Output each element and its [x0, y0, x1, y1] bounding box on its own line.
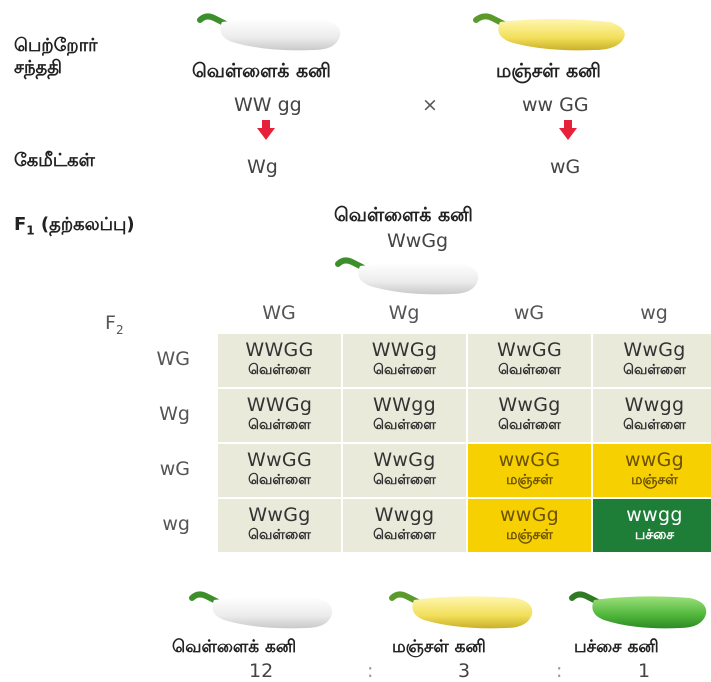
cell-phenotype: வெள்ளை: [248, 417, 311, 433]
gamete-left: Wg: [247, 156, 278, 178]
cell-genotype: WWGg: [371, 339, 438, 361]
green-squash-icon: [569, 591, 707, 629]
cell-genotype: WWgg: [373, 394, 436, 416]
white-squash-icon: [335, 257, 479, 295]
cell-phenotype: வெள்ளை: [498, 362, 561, 378]
f2-row-header: Wg: [159, 403, 190, 425]
cell-genotype: Wwgg: [624, 394, 685, 416]
cell-genotype: WwGG: [247, 449, 312, 471]
cross-symbol: ×: [422, 94, 438, 116]
cell-genotype: wwGg: [499, 504, 560, 526]
parent-right-name: மஞ்சள் கனி: [496, 60, 601, 82]
cell-genotype: WWGG: [245, 339, 314, 361]
parent-left-name: வெள்ளைக் கனி: [192, 60, 331, 82]
white-squash-icon: [197, 13, 341, 51]
yellow-squash-icon: [473, 13, 625, 51]
ratio-green: 1: [638, 660, 651, 682]
parent-left-genotype: WW gg: [234, 94, 302, 116]
parents-label: பெற்றோர் சந்ததி: [14, 35, 98, 78]
result-yellow-name: மஞ்சள் கனி: [392, 637, 486, 657]
yellow-squash-icon: [389, 591, 533, 629]
cell-phenotype: வெள்ளை: [248, 362, 311, 378]
cell-phenotype: வெள்ளை: [498, 417, 561, 433]
f1-name: வெள்ளைக் கனி: [334, 204, 473, 226]
f2-row-header: WG: [156, 348, 190, 370]
parent-right-genotype: ww GG: [522, 94, 589, 116]
cell-genotype: WwGg: [498, 394, 561, 416]
cell-genotype: wwgg: [626, 504, 683, 526]
cell-genotype: WwGG: [497, 339, 562, 361]
cell-phenotype: வெள்ளை: [623, 417, 686, 433]
gametes-label: கேமீட்கள்: [14, 150, 95, 171]
cell-genotype: WwGg: [248, 504, 311, 526]
cell-phenotype: மஞ்சள்: [506, 527, 553, 543]
ratio-separator: :: [367, 660, 374, 682]
cell-phenotype: வெள்ளை: [373, 362, 436, 378]
down-arrow-icon: [257, 120, 275, 140]
cell-phenotype: வெள்ளை: [623, 362, 686, 378]
cell-genotype: Wwgg: [374, 504, 435, 526]
cell-genotype: wwGg: [624, 449, 685, 471]
f2-col-header: Wg: [388, 302, 420, 324]
f2-col-header: wG: [513, 302, 545, 324]
f2-col-header: WG: [262, 302, 296, 324]
cell-phenotype: வெள்ளை: [373, 472, 436, 488]
ratio-white: 12: [249, 660, 274, 682]
cell-genotype: WwGg: [623, 339, 686, 361]
ratio-separator: :: [556, 660, 563, 682]
cell-phenotype: மஞ்சள்: [631, 472, 678, 488]
cell-phenotype: வெள்ளை: [373, 527, 436, 543]
cell-phenotype: வெள்ளை: [248, 527, 311, 543]
result-green-name: பச்சை கனி: [574, 637, 659, 657]
cell-phenotype: பச்சை: [634, 527, 675, 543]
f1-label: F1 (தற்கலப்பு): [14, 214, 135, 238]
down-arrow-icon: [559, 120, 577, 140]
f2-row-header: wg: [162, 513, 190, 535]
cell-genotype: wwGG: [498, 449, 561, 471]
f2-label: F2: [105, 312, 124, 337]
f2-col-header: wg: [640, 302, 668, 324]
f1-genotype: WwGg: [387, 230, 449, 252]
cell-phenotype: வெள்ளை: [373, 417, 436, 433]
cell-phenotype: மஞ்சள்: [506, 472, 553, 488]
gamete-right: wG: [550, 156, 581, 178]
f2-row-header: wG: [159, 458, 190, 480]
cell-phenotype: வெள்ளை: [248, 472, 311, 488]
cell-genotype: WwGg: [373, 449, 436, 471]
ratio-yellow: 3: [458, 660, 471, 682]
result-white-name: வெள்ளைக் கனி: [172, 637, 297, 657]
cell-genotype: WWGg: [246, 394, 313, 416]
white-squash-icon: [189, 591, 333, 629]
